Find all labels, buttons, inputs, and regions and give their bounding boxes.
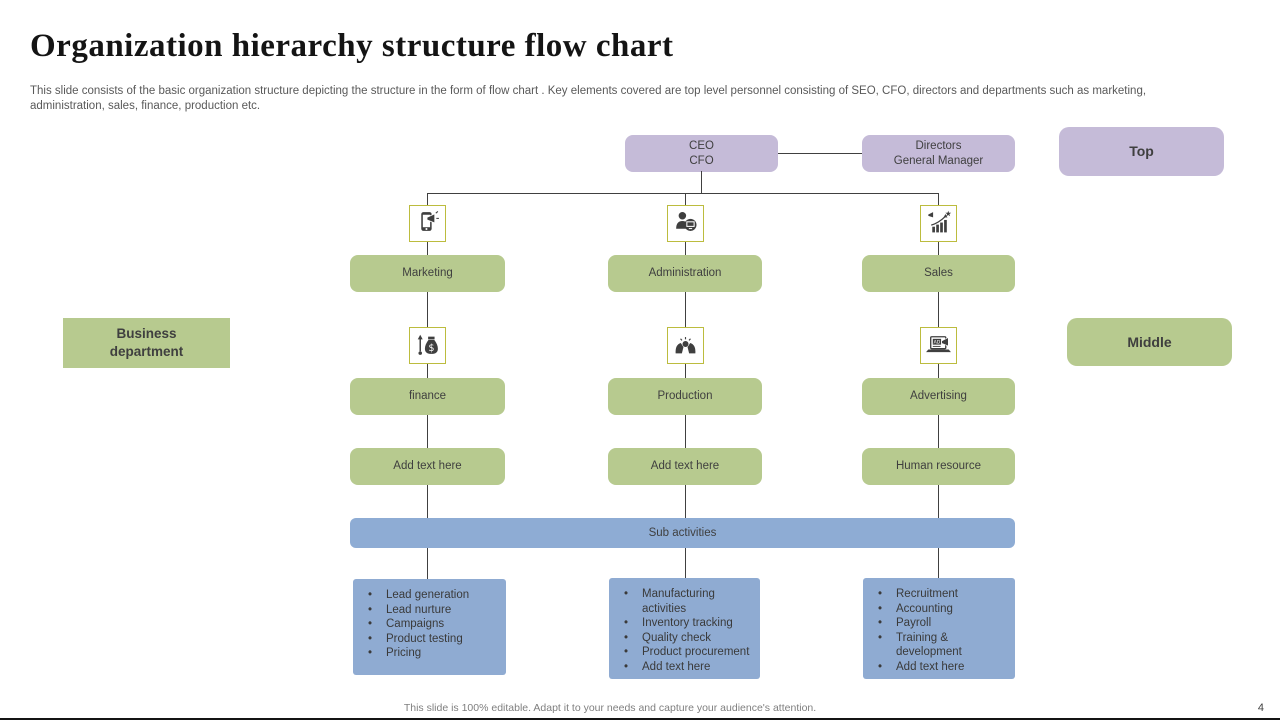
bullet-item: Add text here xyxy=(609,660,760,675)
node-production-label: Production xyxy=(657,390,713,403)
node-marketing[interactable]: Marketing xyxy=(350,255,505,292)
node-administration[interactable]: Administration xyxy=(608,255,762,292)
connector xyxy=(938,242,939,256)
node-human-resource-label: Human resource xyxy=(895,460,981,473)
bullet-item: Training & development xyxy=(863,631,1015,660)
connector xyxy=(427,242,428,256)
connector xyxy=(685,485,686,518)
svg-text:AD: AD xyxy=(934,339,941,345)
bullets-production-list: Manufacturing activitiesInventory tracki… xyxy=(609,587,760,674)
bullets-marketing[interactable]: Lead generationLead nurtureCampaignsProd… xyxy=(353,579,506,675)
connector xyxy=(938,292,939,328)
bullets-hr-list: RecruitmentAccountingPayrollTraining & d… xyxy=(863,587,1015,674)
icon-box-sales[interactable] xyxy=(920,205,957,242)
person-computer-icon xyxy=(672,208,699,240)
node-production[interactable]: Production xyxy=(608,378,762,415)
bullets-production[interactable]: Manufacturing activitiesInventory tracki… xyxy=(609,578,760,679)
sub-activities-bar[interactable]: Sub activities xyxy=(350,518,1015,548)
bottom-edge-line xyxy=(0,718,1280,720)
icon-box-marketing[interactable] xyxy=(409,205,446,242)
bullet-item: Product testing xyxy=(353,632,506,647)
node-add-text-2-label: Add text here xyxy=(650,460,720,473)
slide-description: This slide consists of the basic organiz… xyxy=(30,85,1147,112)
svg-text:$: $ xyxy=(428,342,434,353)
bullet-item: Campaigns xyxy=(353,617,506,632)
connector-main-horizontal xyxy=(427,193,939,194)
connector xyxy=(685,193,686,206)
bullet-item: Quality check xyxy=(609,631,760,646)
node-ceo[interactable]: CEO CFO xyxy=(625,135,778,172)
connector xyxy=(938,485,939,518)
connector xyxy=(427,292,428,328)
bullet-item: Lead nurture xyxy=(353,603,506,618)
connector xyxy=(685,242,686,256)
connector xyxy=(427,485,428,518)
sub-activities-label: Sub activities xyxy=(648,526,717,539)
node-finance-label: finance xyxy=(408,390,447,403)
legend-middle[interactable]: Middle xyxy=(1067,318,1232,366)
legend-business-line2: department xyxy=(109,344,184,359)
icon-box-advertising[interactable]: AD xyxy=(920,327,957,364)
node-advertising-label: Advertising xyxy=(910,390,967,403)
node-sales-label: Sales xyxy=(924,267,953,280)
icon-box-administration[interactable] xyxy=(667,205,704,242)
bullet-item: Lead generation xyxy=(353,588,506,603)
bullet-item: Accounting xyxy=(863,602,1015,617)
connector xyxy=(938,193,939,206)
connector xyxy=(427,364,428,378)
node-directors-line1: Directors xyxy=(915,139,962,152)
page-number: 4 xyxy=(1257,702,1264,714)
connector xyxy=(938,548,939,579)
connector xyxy=(938,364,939,378)
node-add-text-1[interactable]: Add text here xyxy=(350,448,505,485)
mobile-marketing-icon xyxy=(414,208,441,240)
page-title: Organization hierarchy structure flow ch… xyxy=(30,28,674,64)
legend-top[interactable]: Top xyxy=(1059,127,1224,176)
bullet-item: Product procurement xyxy=(609,645,760,660)
node-administration-label: Administration xyxy=(648,267,722,280)
legend-business-department[interactable]: Business department xyxy=(63,318,230,368)
bullet-item: Pricing xyxy=(353,646,506,661)
node-ceo-line1: CEO xyxy=(689,139,714,152)
node-finance[interactable]: finance xyxy=(350,378,505,415)
ad-laptop-megaphone-icon: AD xyxy=(925,330,952,362)
legend-middle-label: Middle xyxy=(1127,333,1172,350)
bullets-hr[interactable]: RecruitmentAccountingPayrollTraining & d… xyxy=(863,578,1015,679)
money-bag-finance-icon: $ xyxy=(414,330,441,362)
icon-box-finance[interactable]: $ xyxy=(409,327,446,364)
connector xyxy=(427,193,428,206)
connector xyxy=(427,415,428,448)
bullet-item: Payroll xyxy=(863,616,1015,631)
legend-top-label: Top xyxy=(1129,143,1154,160)
node-ceo-line2: CFO xyxy=(689,154,714,167)
sales-growth-chart-icon xyxy=(925,208,952,240)
node-sales[interactable]: Sales xyxy=(862,255,1015,292)
connector xyxy=(685,292,686,328)
bullet-item: Add text here xyxy=(863,660,1015,675)
bullet-item: Recruitment xyxy=(863,587,1015,602)
connector xyxy=(685,364,686,378)
footer-note: This slide is 100% editable. Adapt it to… xyxy=(403,702,817,714)
connector xyxy=(427,548,428,579)
legend-business-line1: Business xyxy=(116,326,177,342)
node-marketing-label: Marketing xyxy=(402,267,453,280)
node-directors[interactable]: Directors General Manager xyxy=(862,135,1015,172)
connector xyxy=(685,548,686,579)
connector xyxy=(685,415,686,448)
bullet-item: Inventory tracking xyxy=(609,616,760,631)
connector xyxy=(938,415,939,448)
connector-ceo-down xyxy=(701,171,702,193)
bullet-item: Manufacturing activities xyxy=(609,587,760,616)
icon-box-production[interactable] xyxy=(667,327,704,364)
hands-holding-icon xyxy=(672,330,699,362)
node-directors-line2: General Manager xyxy=(893,154,984,167)
connector-ceo-directors xyxy=(778,153,862,154)
node-human-resource[interactable]: Human resource xyxy=(862,448,1015,485)
node-add-text-1-label: Add text here xyxy=(393,460,462,473)
bullets-marketing-list: Lead generationLead nurtureCampaignsProd… xyxy=(353,588,506,661)
node-advertising[interactable]: Advertising xyxy=(862,378,1015,415)
node-add-text-2[interactable]: Add text here xyxy=(608,448,762,485)
